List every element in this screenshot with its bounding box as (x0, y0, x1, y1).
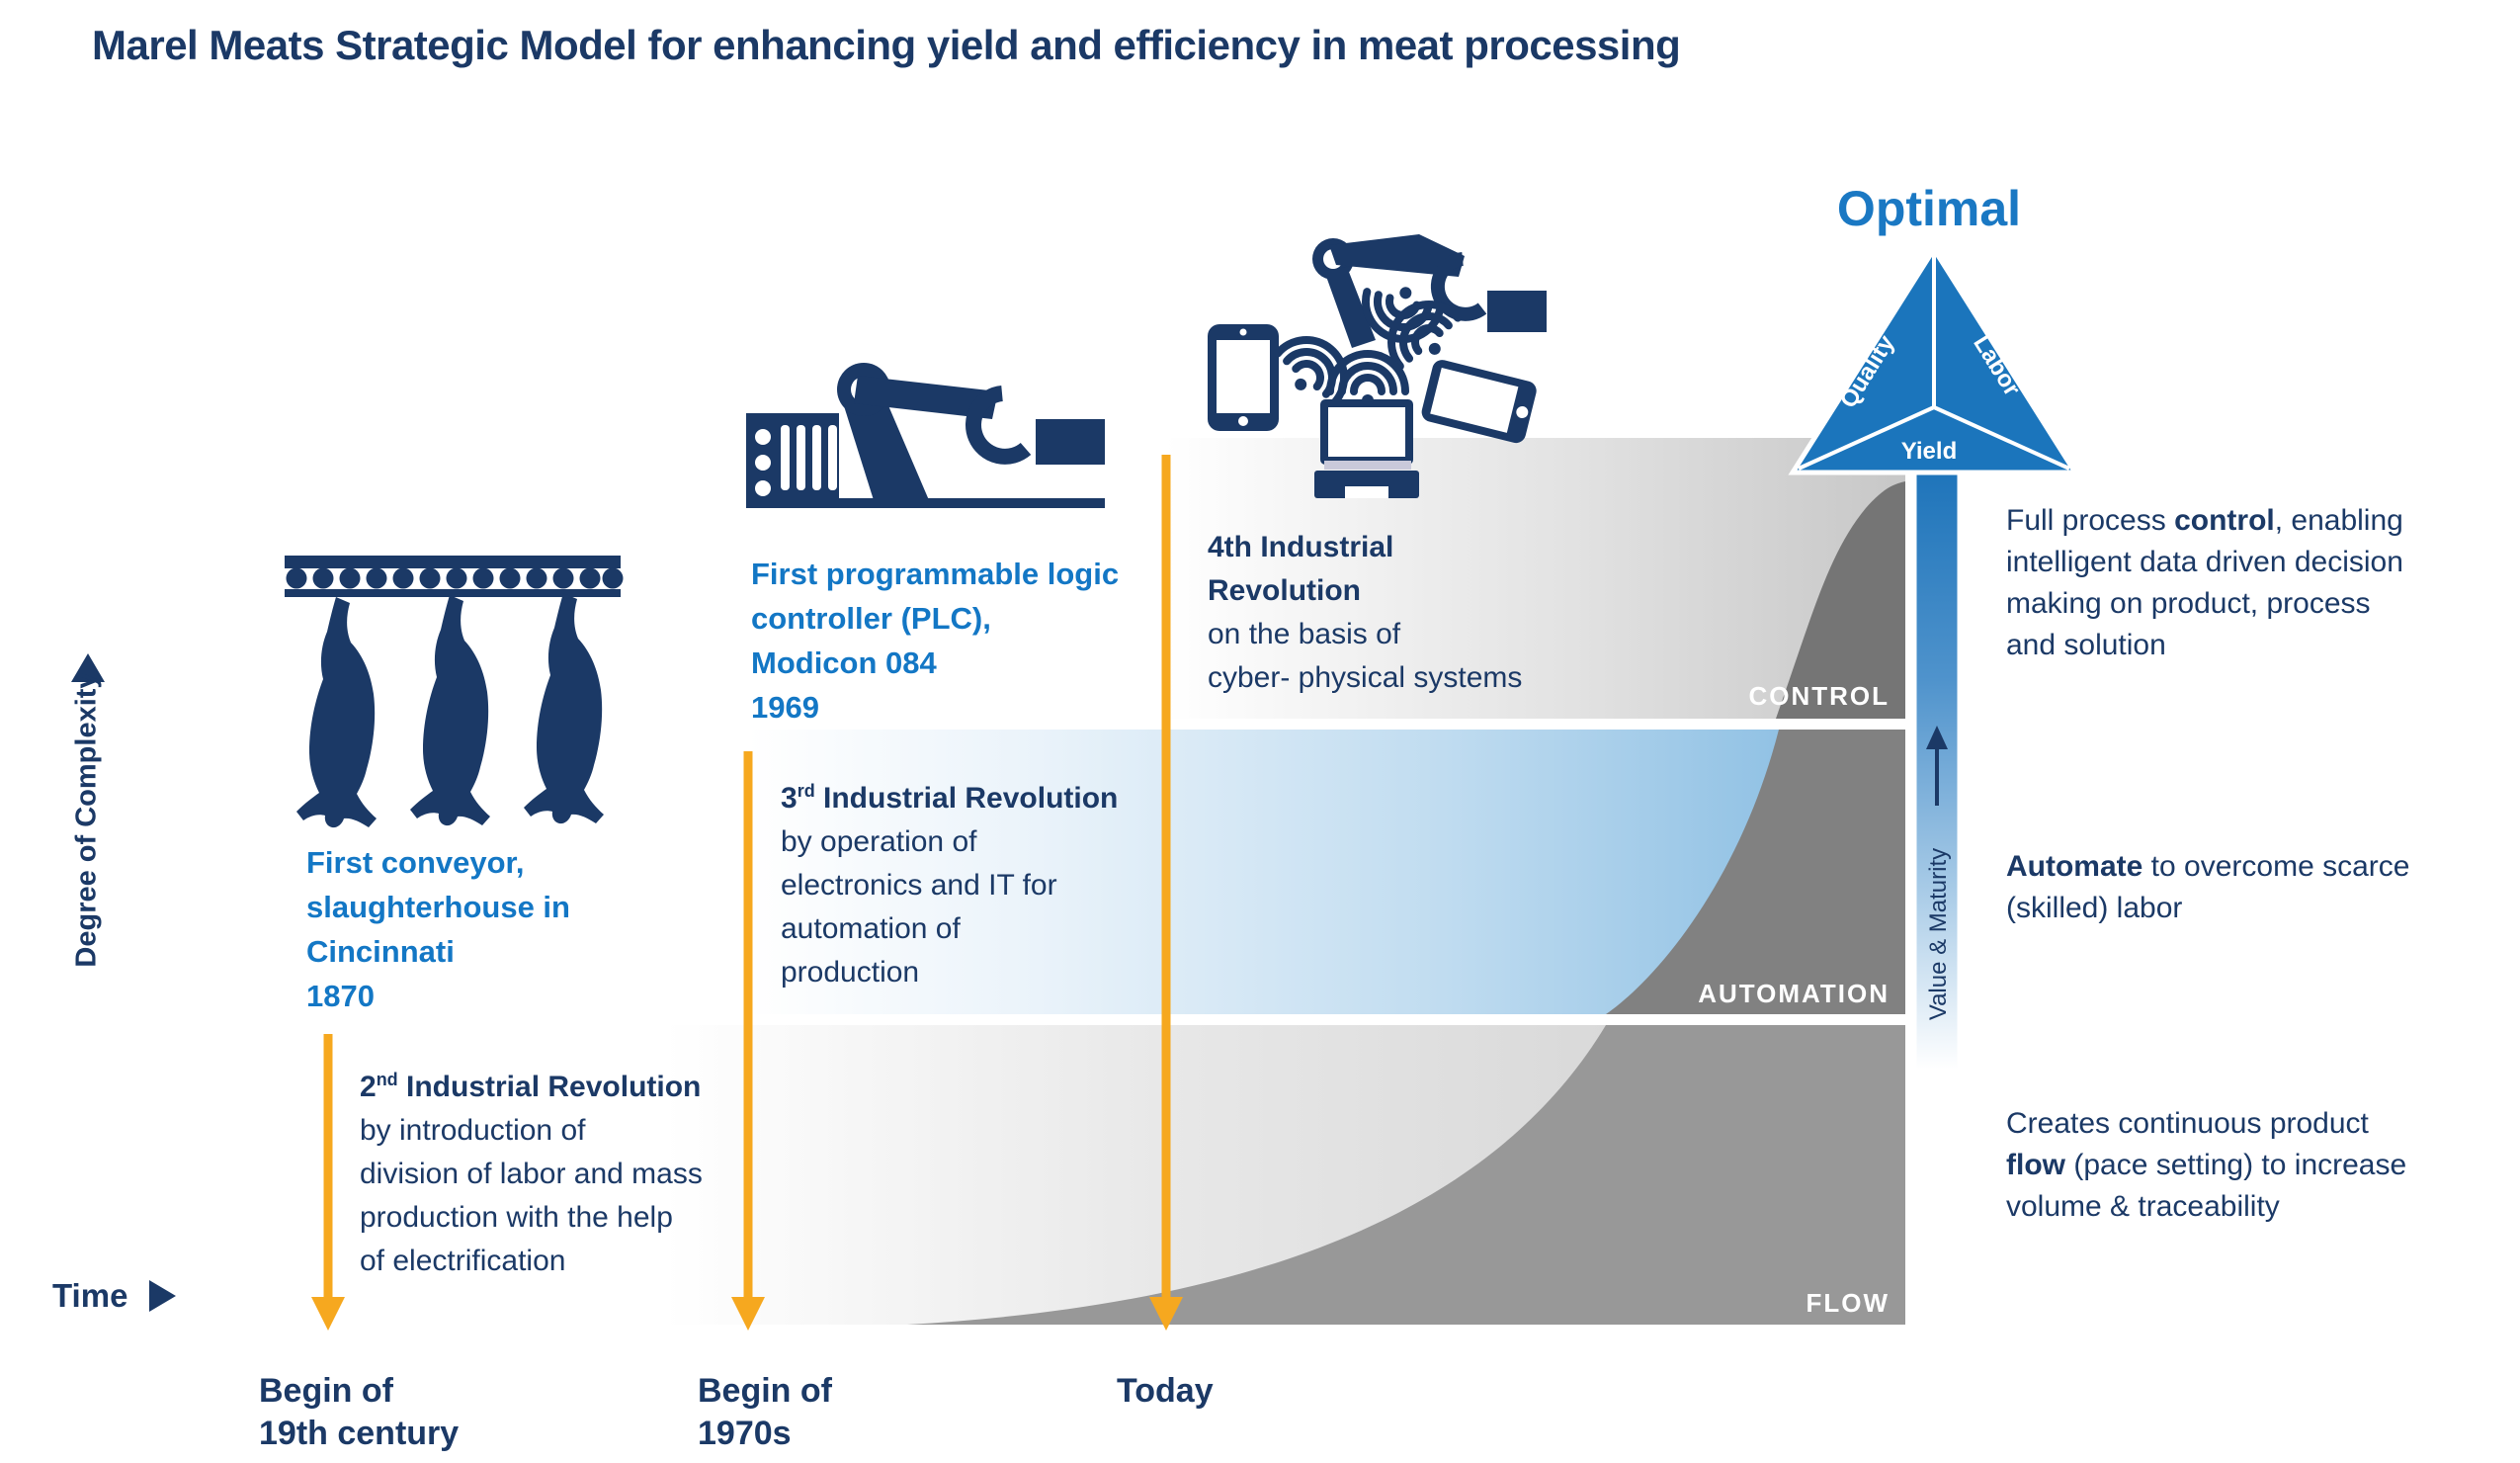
smartphone-icon (1208, 324, 1279, 431)
wifi-icon (1330, 354, 1405, 406)
value-maturity-label: Value & Maturity (1925, 848, 1952, 1020)
optimal-title: Optimal (1837, 181, 2021, 236)
robot-arm-icon (746, 363, 1105, 508)
x-axis-label: Time (52, 1277, 128, 1314)
pyramid-face-yield: Yield (1901, 438, 1957, 465)
pyramid-face-divider-lines (1798, 253, 2070, 471)
optimal-pyramid: Quality Labor Yield Optimal (1788, 181, 2080, 475)
up-arrow-icon (1926, 726, 1948, 806)
conveyor-carcass-icon (285, 556, 624, 828)
pyramid-face-quality: Quality (1835, 330, 1900, 413)
timeline-label-today: Today (1117, 1372, 1214, 1410)
small-robot-arm-icon (1312, 234, 1547, 348)
wifi-icon (1376, 289, 1467, 377)
tablet-icon (1421, 360, 1537, 444)
value-maturity-axis: Value & Maturity (1913, 469, 1961, 1072)
conveyor-rollers-icon (286, 567, 624, 589)
wifi-icon (1357, 278, 1443, 348)
y-axis-label: Degree of Complexity (70, 672, 103, 968)
band-flow-background (665, 1025, 1905, 1325)
timeline-arrow-19th-century (311, 1034, 345, 1331)
pyramid-face-labor: Labor (1968, 331, 2025, 401)
right-triangle-icon (149, 1280, 177, 1312)
page-title: Marel Meats Strategic Model for enhancin… (92, 22, 1681, 68)
note-automate: Automate to overcome scarce(skilled) lab… (2006, 850, 2410, 924)
wifi-icon (1268, 324, 1359, 412)
x-axis: Time (52, 1277, 177, 1315)
